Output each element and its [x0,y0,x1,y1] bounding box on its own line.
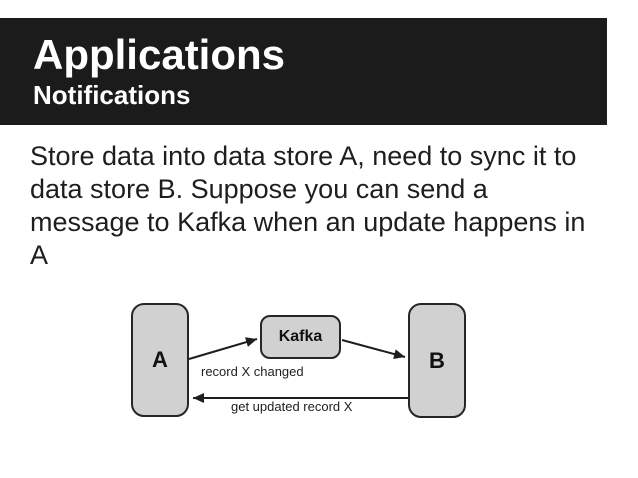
arrow-a-to-kafka [188,337,258,360]
slide-subtitle: Notifications [33,80,191,111]
node-a-label: A [152,347,168,372]
arrow-label-get-updated: get updated record X [231,399,353,414]
node-a: A [131,303,189,417]
arrow-kafka-to-b [341,339,406,359]
body-paragraph: Store data into data store A, need to sy… [30,141,586,270]
node-b: B [408,303,466,418]
node-kafka: Kafka [260,315,341,359]
slide-title: Applications [33,31,286,78]
node-b-label: B [429,347,445,373]
arrow-label-record-changed: record X changed [201,364,304,379]
slide-header: Applications Notifications [0,18,607,125]
node-kafka-label: Kafka [278,328,323,345]
